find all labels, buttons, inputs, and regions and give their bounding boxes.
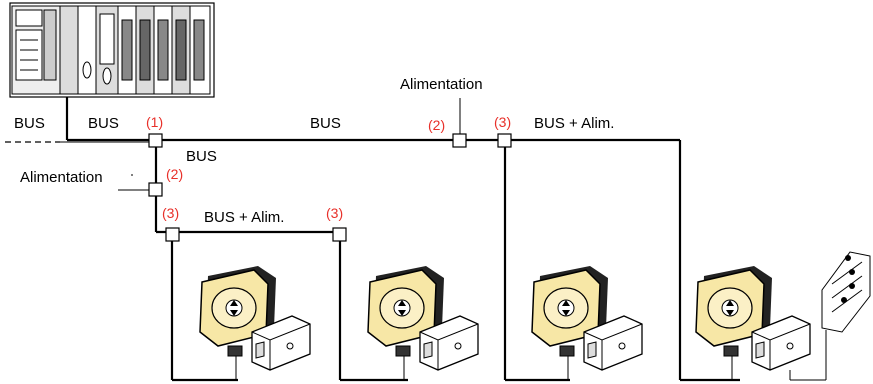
connector-3-top [497, 133, 512, 148]
bus-alim-right-label: BUS + Alim. [534, 115, 614, 132]
marker-1: (1) [146, 114, 163, 130]
connector-2-left [148, 182, 163, 197]
connector-3-left-b [332, 227, 347, 242]
marker-3-top: (3) [494, 114, 511, 130]
bus-wiring [5, 97, 740, 382]
bus-mid-label: BUS [88, 115, 119, 132]
connector-1 [148, 133, 163, 148]
alimentation-left-label: Alimentation [20, 169, 103, 186]
connector-2-top [452, 133, 467, 148]
bus-left-label: BUS [14, 115, 45, 132]
bus-alim-left-label: BUS + Alim. [204, 209, 284, 226]
bus-branch-label: BUS [186, 148, 217, 165]
alimentation-top-label: Alimentation [400, 76, 483, 93]
marker-2-left: (2) [166, 166, 183, 182]
marker-2-top: (2) [428, 117, 445, 133]
plc-rack-icon [9, 2, 215, 98]
bus-top-label: BUS [310, 115, 341, 132]
marker-3-left-a: (3) [162, 205, 179, 221]
limit-switch-icon [789, 251, 871, 381]
connector-3-left-a [165, 227, 180, 242]
marker-3-left-b: (3) [326, 205, 343, 221]
connectors [148, 133, 512, 242]
